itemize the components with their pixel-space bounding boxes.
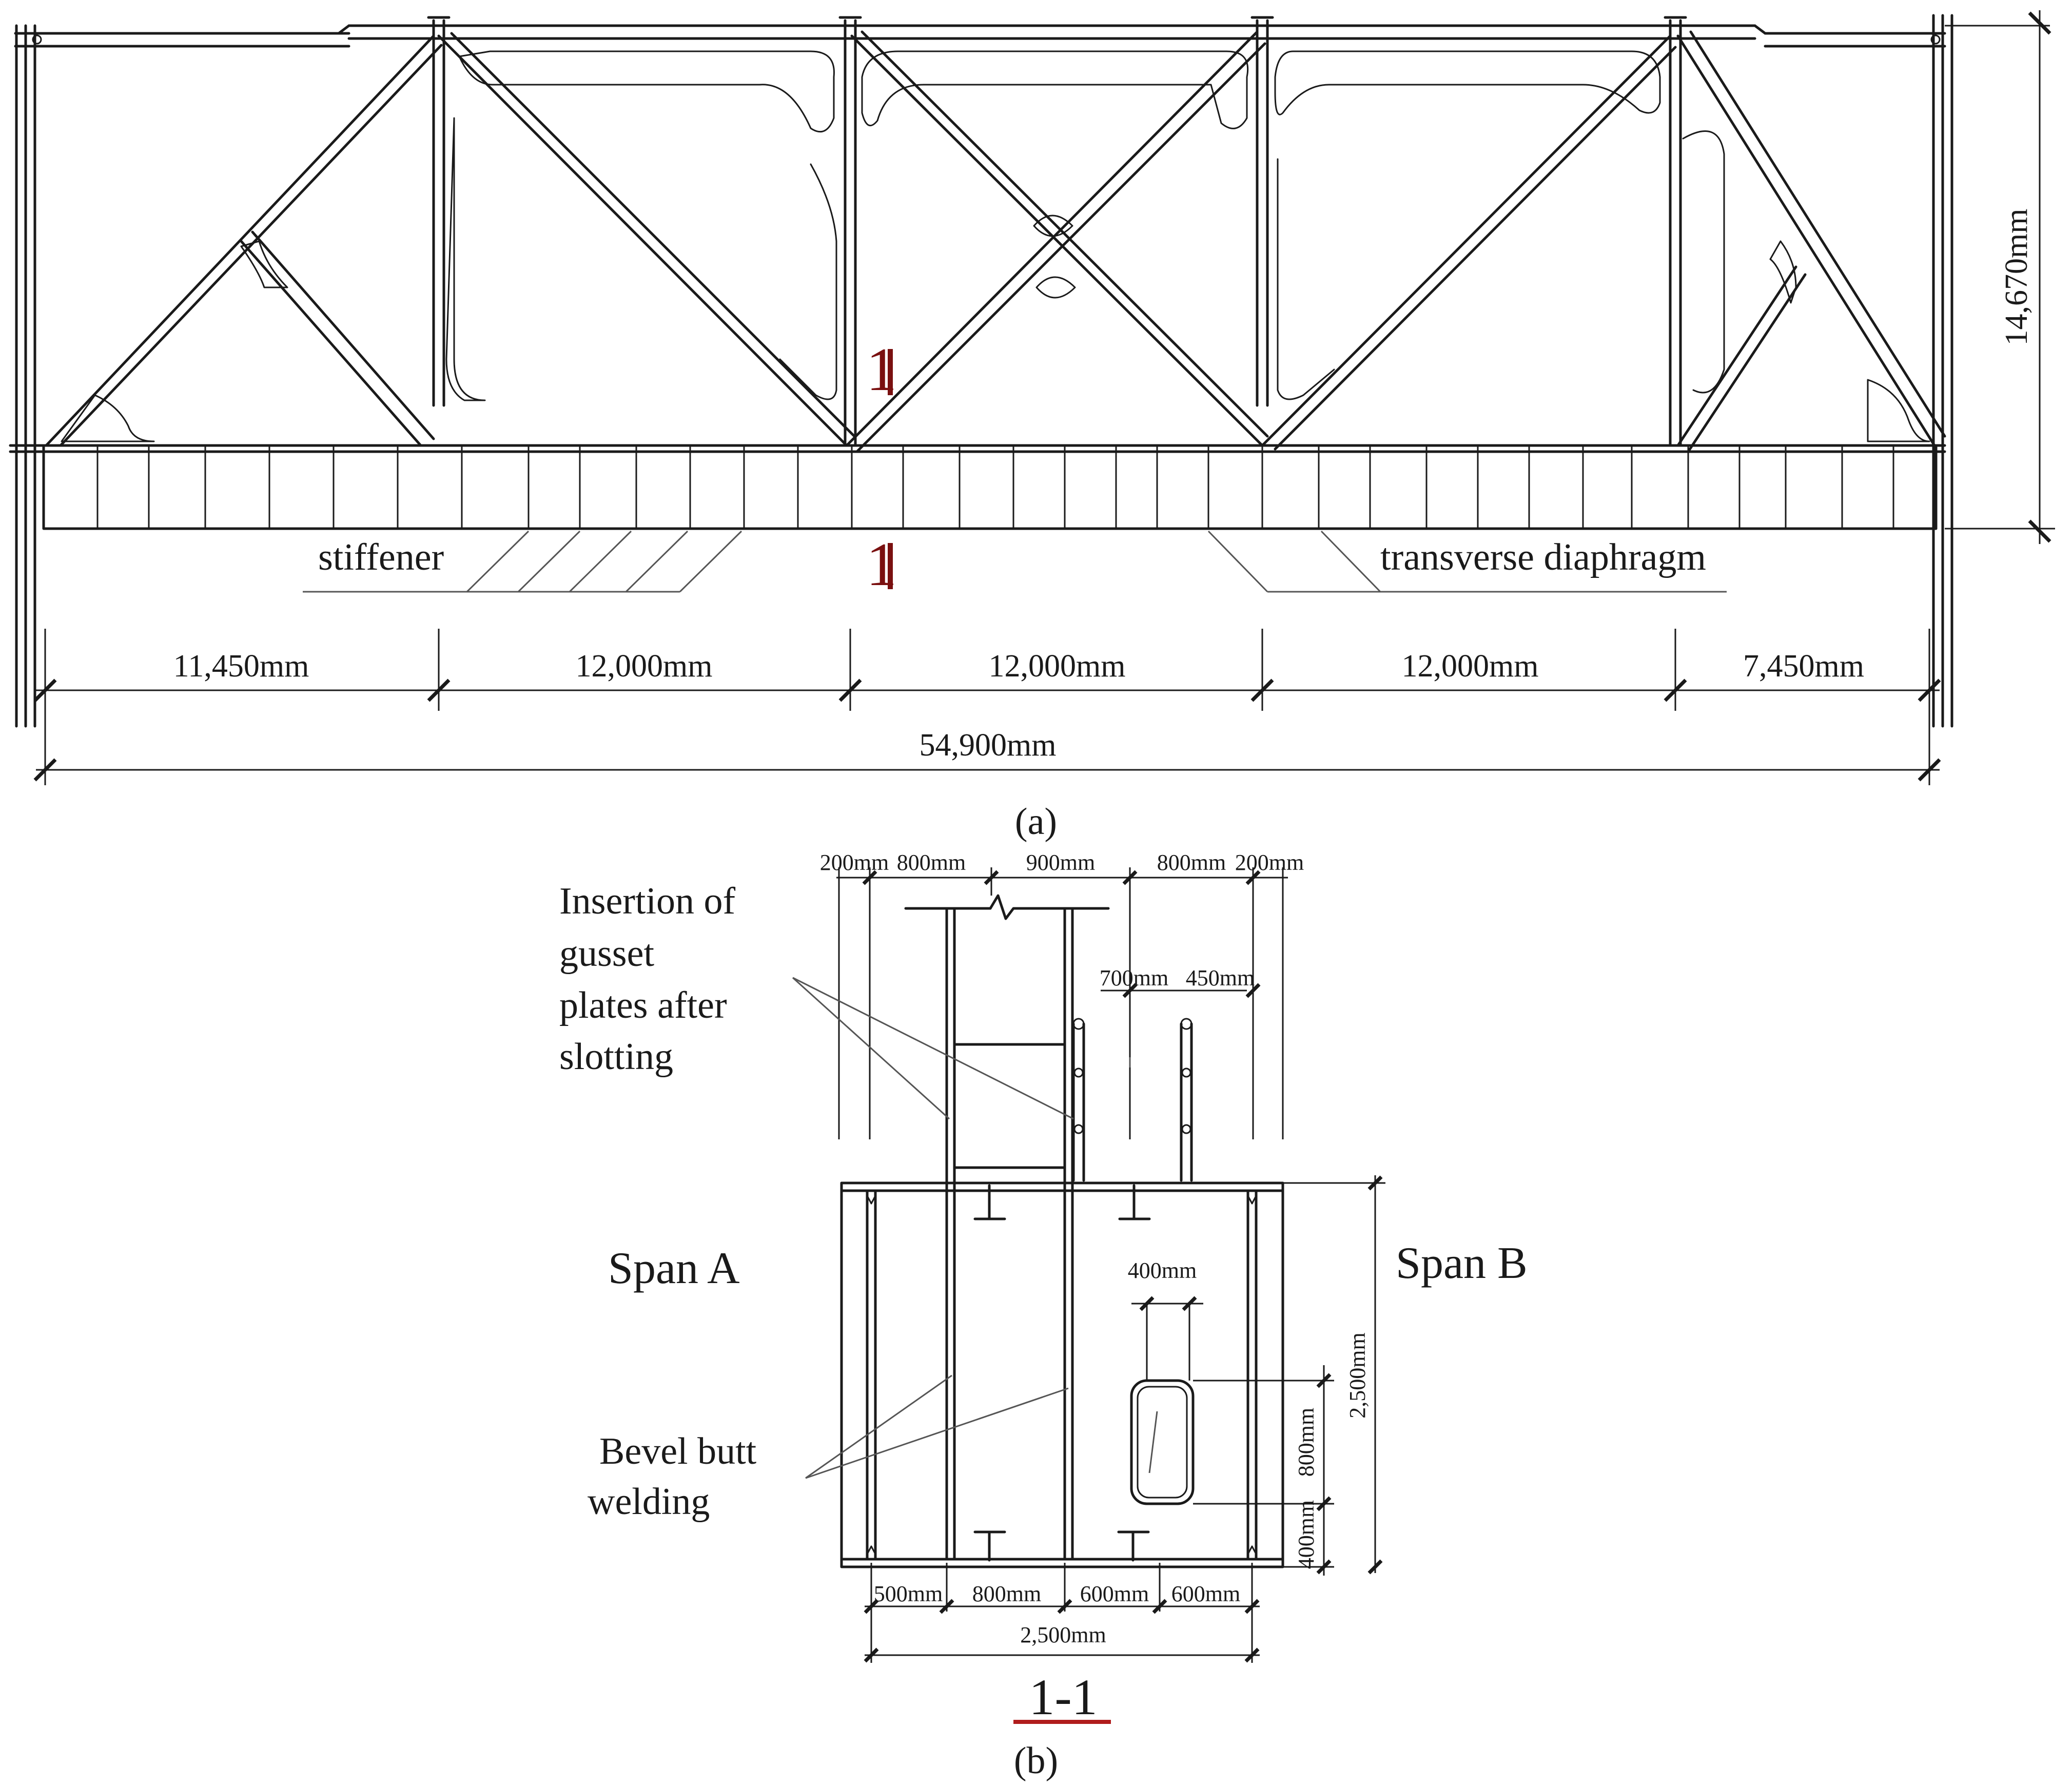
stiffener-label: stiffener xyxy=(318,536,444,578)
right-column xyxy=(1932,14,1953,728)
top-dim-3: 900mm xyxy=(1026,850,1095,875)
span-b-label: Span B xyxy=(1396,1238,1528,1288)
caption-b: (b) xyxy=(1014,1740,1058,1782)
top-dim-4: 800mm xyxy=(1157,850,1226,875)
gusset-label-line1: Insertion of xyxy=(559,880,736,922)
transverse-diaphragm-label: transverse diaphragm xyxy=(1380,536,1706,578)
span-a-label: Span A xyxy=(608,1244,740,1293)
section-height-label: 2,500mm xyxy=(1345,1332,1370,1418)
span-dim-4: 12,000mm xyxy=(1402,649,1539,684)
box-girder-section xyxy=(840,1181,1284,1568)
section-title: 1-1 xyxy=(1013,1668,1111,1725)
bottom-dim-3: 600mm xyxy=(1080,1581,1149,1606)
truss-verticals xyxy=(427,16,1687,447)
joint-markers xyxy=(32,34,1941,45)
bottom-chord xyxy=(9,444,1946,530)
bottom-dim-2: 800mm xyxy=(972,1581,1041,1606)
section-height-dimension: 2,500mm xyxy=(1283,1175,1385,1575)
section-title-label: 1-1 xyxy=(1029,1668,1097,1725)
post-dim-1: 700mm xyxy=(1100,965,1168,991)
span-dimensions: 11,450mm 12,000mm 12,000mm 12,000mm 7,45… xyxy=(33,629,1941,785)
top-dim-2: 800mm xyxy=(897,850,966,875)
caption-a: (a) xyxy=(1015,801,1057,843)
gusset-label-line3: plates after xyxy=(559,984,727,1026)
section-cut-marker: 1 1 xyxy=(866,335,897,598)
span-dim-3: 12,000mm xyxy=(989,649,1126,684)
bottom-total-label: 2,500mm xyxy=(1020,1622,1106,1647)
gusset-label-line4: slotting xyxy=(559,1036,673,1078)
span-dim-5: 7,450mm xyxy=(1743,649,1864,684)
top-dim-1: 200mm xyxy=(820,850,889,875)
diaphragm-leaders xyxy=(1207,530,1727,593)
gusset-outlines xyxy=(61,50,1930,442)
section-bottom-dimensions: 500mm 800mm 600mm 600mm 2,500mm xyxy=(864,1563,1260,1663)
height-dimension: 14,670mm xyxy=(1945,10,2055,544)
truss-elevation: stiffener transverse diaphragm 1 1 14,67… xyxy=(9,10,2055,843)
left-column xyxy=(15,24,36,728)
section-1-1: 200mm 800mm 900mm 800mm 200mm 700mm 450m… xyxy=(559,850,1528,1782)
section-labels: Insertion of gusset plates after slottin… xyxy=(559,880,1528,1523)
deck-stiffeners xyxy=(96,444,1894,530)
gusset-posts: 700mm 450mm xyxy=(1072,965,1261,1182)
section-top-dimensions: 200mm 800mm 900mm 800mm 200mm xyxy=(820,850,1304,1139)
bevel-label-line1: Bevel butt xyxy=(599,1430,757,1472)
gusset-label-line2: gusset xyxy=(559,933,654,975)
top-dim-5: 200mm xyxy=(1235,850,1304,875)
stiffener-leaders xyxy=(303,530,742,593)
post-dim-2: 450mm xyxy=(1186,965,1255,991)
span-dim-1: 11,450mm xyxy=(173,649,309,684)
opening-dimensions: 400mm 800mm 400mm xyxy=(1128,1258,1334,1576)
truss-diagonals xyxy=(45,30,1946,453)
opening-offset-label: 400mm xyxy=(1294,1500,1319,1569)
span-dim-2: 12,000mm xyxy=(576,649,713,684)
upper-vertical-member xyxy=(904,894,1110,1190)
opening-width-label: 400mm xyxy=(1128,1258,1197,1283)
total-length-label: 54,900mm xyxy=(920,728,1057,763)
bevel-label-line2: welding xyxy=(588,1481,710,1523)
top-chord xyxy=(14,24,1946,48)
opening-height-label: 800mm xyxy=(1294,1408,1319,1477)
bottom-dim-1: 500mm xyxy=(874,1581,943,1606)
bottom-dim-4: 600mm xyxy=(1171,1581,1240,1606)
height-dimension-label: 14,670mm xyxy=(1999,209,2034,346)
